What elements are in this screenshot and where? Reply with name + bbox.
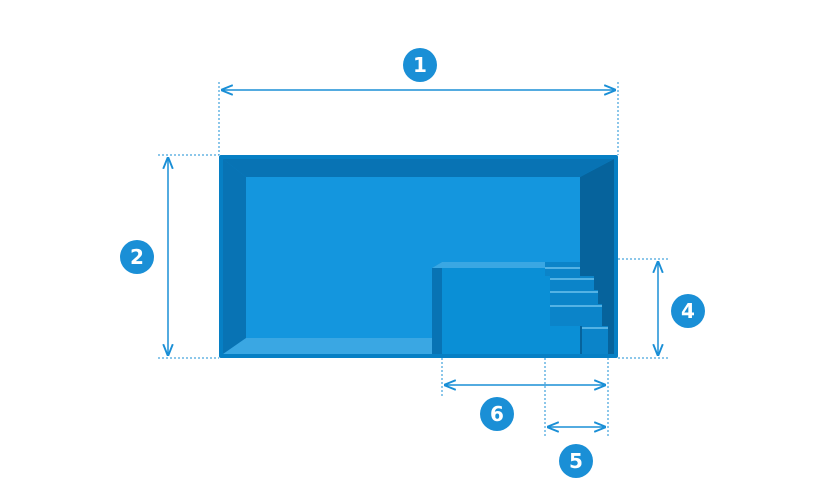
- badge-step-depth-label: 4: [681, 299, 695, 323]
- dimension-bench-length: 6: [441, 358, 609, 438]
- dimension-step-tread: 5: [548, 427, 605, 478]
- badge-width-label: 2: [130, 245, 144, 269]
- badge-step-tread-circle: [559, 444, 593, 478]
- badge-length-circle: [403, 48, 437, 82]
- badge-length-label: 1: [413, 53, 427, 77]
- pool: [219, 155, 618, 358]
- step-4: [550, 304, 602, 326]
- dimension-width: 2: [120, 154, 219, 359]
- badge-step-depth-circle: [671, 294, 705, 328]
- step-3: [550, 290, 598, 304]
- pool-left-wall: [223, 159, 246, 354]
- dimension-length: 1: [218, 48, 619, 155]
- pool-bench: [432, 262, 608, 354]
- bench-side: [432, 262, 442, 354]
- badge-width-circle: [120, 240, 154, 274]
- bench-top: [432, 262, 545, 268]
- step-1: [545, 262, 580, 276]
- dimension-step-depth: 4: [618, 258, 705, 359]
- pool-bottom-ledge: [223, 338, 440, 354]
- badge-bench-length-label: 6: [490, 402, 504, 426]
- step-2: [550, 276, 594, 290]
- badge-bench-length-circle: [480, 397, 514, 431]
- pool-top-wall: [223, 159, 614, 177]
- step-5: [582, 326, 608, 354]
- badge-step-tread-label: 5: [569, 449, 583, 473]
